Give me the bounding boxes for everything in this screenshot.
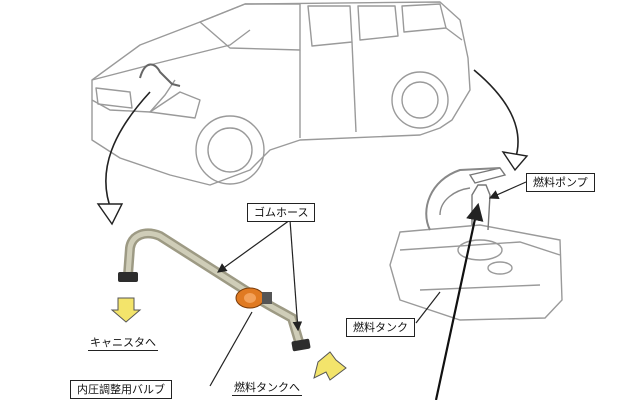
curved-arrow-left	[105, 91, 151, 213]
fuel-tank-illustration	[389, 167, 563, 321]
pump-pointer-line	[434, 202, 484, 400]
hose-assembly	[118, 228, 311, 352]
curved-arrow-left-head	[96, 203, 124, 226]
arrow-to-fuel-tank	[313, 351, 347, 381]
curved-arrow-right	[473, 69, 519, 161]
curved-arrow-right-head	[501, 151, 529, 172]
leader-lines	[209, 181, 527, 387]
label-pressure-valve: 内圧調整用バルブ	[70, 380, 172, 399]
arrow-to-canister	[110, 297, 142, 323]
label-rubber-hose: ゴムホース	[247, 203, 316, 222]
suv-illustration	[91, 1, 471, 186]
label-to-fuel-tank: 燃料タンクへ	[232, 381, 302, 396]
label-to-canister: キャニスタへ	[88, 336, 158, 351]
label-fuel-tank: 燃料タンク	[346, 318, 415, 337]
label-fuel-pump: 燃料ポンプ	[526, 173, 595, 192]
